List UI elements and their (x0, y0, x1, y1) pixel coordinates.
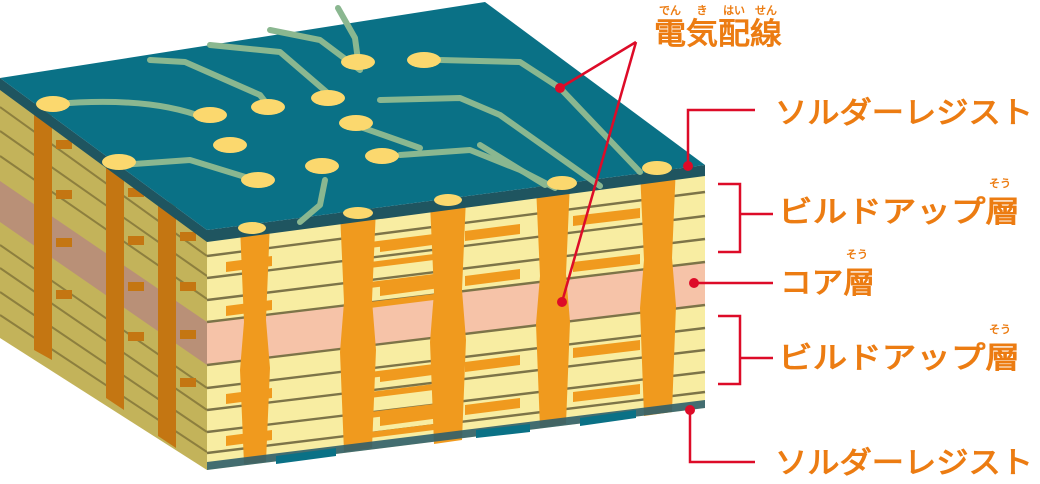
wiring-label: 電気配線 (654, 17, 782, 52)
leader-wiring-top (559, 40, 637, 90)
label-core: そう コア層 (780, 248, 875, 301)
pads (36, 52, 672, 234)
front-face-bottom-resist-gaps (276, 410, 636, 464)
traces (52, 5, 643, 225)
wiring-ruby-4: せん (755, 4, 777, 17)
solder-resist-bottom-label: ソルダーレジスト (775, 446, 1033, 481)
label-wiring: でん き はい せん 電気配線 (654, 4, 782, 52)
buildup-top-label: ビルドアップ層 (778, 195, 1020, 230)
wiring-ruby-3: はい (723, 4, 745, 17)
solder-resist-top-label: ソルダーレジスト (775, 96, 1033, 131)
left-face (0, 82, 208, 470)
leader-solder-resist-top (686, 108, 755, 166)
left-face-vias (34, 100, 176, 448)
buildup-bottom-ruby: そう (989, 323, 1011, 336)
buildup-bottom-label: ビルドアップ層 (778, 341, 1020, 376)
leader-wiring-inner (560, 41, 638, 303)
front-face-vias (240, 165, 676, 464)
wiring-ruby-2: き (697, 4, 708, 17)
top-face (0, 2, 705, 242)
leader-lines (559, 40, 773, 464)
leader-dots (555, 83, 699, 415)
front-face-ladder-rungs (370, 232, 450, 438)
bracket-buildup-bottom (718, 314, 742, 386)
left-face-copper-pads (56, 140, 196, 387)
core-ruby: そう (846, 248, 868, 261)
label-buildup-top: そう ビルドアップ層 (778, 177, 1020, 230)
bracket-buildup-top (718, 182, 742, 254)
front-face (206, 165, 706, 470)
leader-solder-resist-bottom (688, 410, 755, 464)
wiring-ruby-1: でん (659, 4, 681, 17)
buildup-top-ruby: そう (989, 177, 1011, 190)
core-label: コア層 (780, 266, 875, 301)
label-buildup-bottom: そう ビルドアップ層 (778, 323, 1020, 376)
